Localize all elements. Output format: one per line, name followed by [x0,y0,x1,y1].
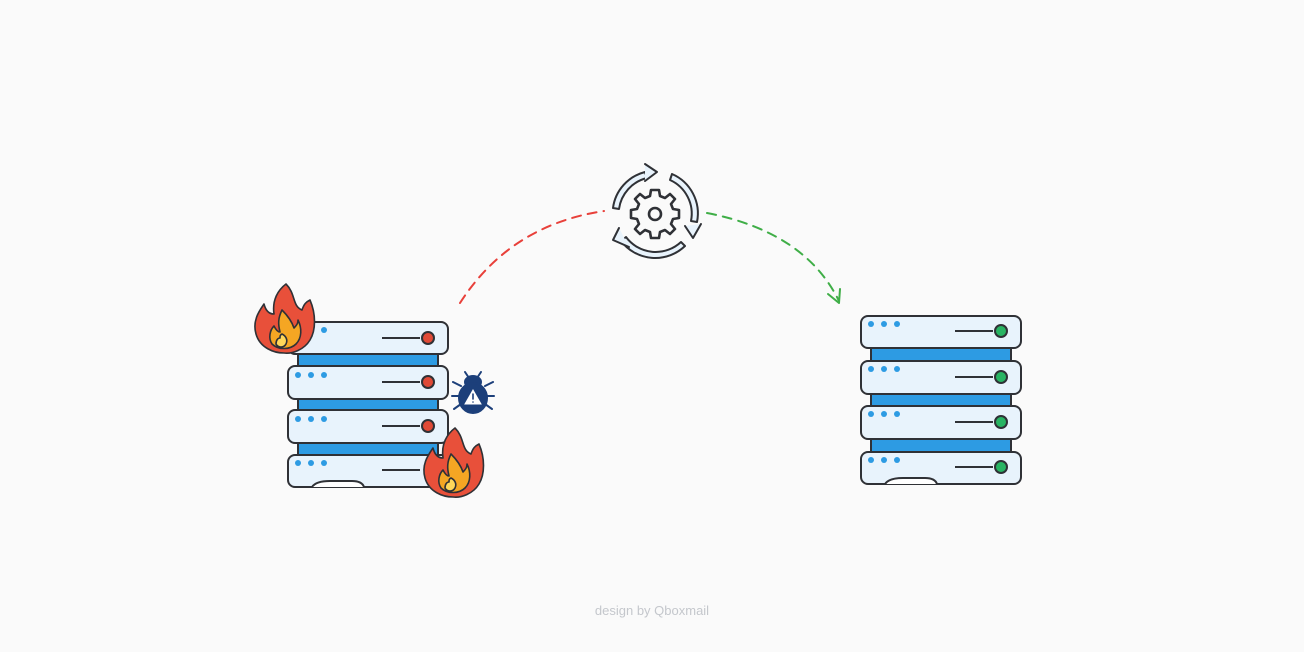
fire-icon [423,427,485,498]
source-server-unit [287,409,449,457]
target-server-unit [860,315,1022,362]
source-server-stack [287,321,449,488]
fire-icon [254,283,316,354]
target-server-unit [860,360,1022,408]
gear-sync-icon [612,163,702,259]
target-server-unit [860,451,1022,485]
source-server-unit [287,365,449,413]
failure-arc [459,210,605,304]
source-server-unit [287,454,449,488]
target-server-unit [860,405,1022,453]
target-server-stack [860,315,1022,485]
design-credit: design by Qboxmail [594,603,710,618]
success-arrow-head [827,288,841,304]
success-arc [706,212,840,302]
bug-icon [451,371,495,414]
